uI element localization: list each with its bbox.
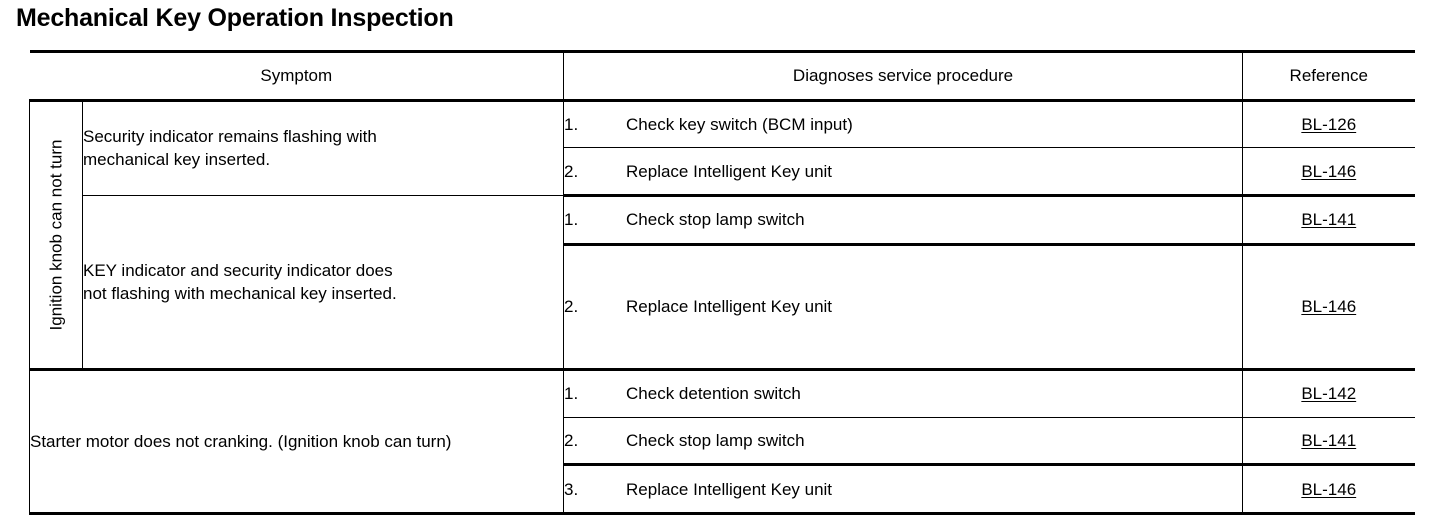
procedure-cell: 2. Check stop lamp switch [563, 417, 1243, 467]
reference-link[interactable]: BL-126 [1301, 115, 1357, 135]
step-number: 2. [564, 297, 579, 317]
step-text: Replace Intelligent Key unit [626, 479, 833, 499]
procedure-cell: 1. Check stop lamp switch [563, 195, 1243, 246]
table-header-row: Symptom Diagnoses service procedure Refe… [29, 50, 1415, 102]
step-text: Replace Intelligent Key unit [626, 161, 833, 181]
procedure-cell: 3. Replace Intelligent Key unit [563, 464, 1243, 515]
reference-cell: BL-146 [1242, 244, 1415, 371]
step-number: 3. [564, 479, 579, 499]
reference-link[interactable]: BL-141 [1301, 430, 1357, 450]
step-text: Check key switch (BCM input) [626, 115, 853, 135]
table-row: 3. Replace Intelligent Key unit BL-146 [30, 464, 1415, 515]
column-header-symptom: Symptom [29, 50, 564, 102]
symptom-cell-0: Security indicator remains flashing with… [81, 100, 564, 197]
table-row: KEY indicator and security indicator doe… [30, 195, 1415, 371]
reference-link[interactable]: BL-146 [1301, 297, 1357, 317]
table-row: 2. Replace Intelligent Key unit BL-146 [30, 147, 1415, 198]
procedure-cell: 1. Check detention switch [563, 369, 1243, 418]
column-header-reference: Reference [1242, 50, 1415, 102]
symptom-line: (Ignition knob can turn) [277, 431, 452, 451]
step-number: 2. [564, 430, 579, 450]
table-row: 2. Replace Intelligent Key unit BL-146 [30, 244, 1415, 371]
group-label-ignition-knob-can-not-turn: Ignition knob can not turn [29, 100, 83, 371]
procedure-cell: 2. Replace Intelligent Key unit [563, 147, 1243, 198]
symptom-line: KEY indicator and security indicator doe… [83, 260, 393, 280]
reference-cell: BL-141 [1242, 417, 1415, 467]
step-number: 1. [564, 115, 579, 135]
group-label-text: Ignition knob can not turn [46, 139, 66, 331]
reference-cell: BL-126 [1242, 100, 1415, 149]
symptom-cell-2: Starter motor does not cranking. (Igniti… [28, 369, 564, 516]
table-row: Starter motor does not cranking. (Igniti… [28, 369, 1415, 516]
reference-cell: BL-146 [1242, 464, 1415, 515]
inspection-table: Symptom Diagnoses service procedure Refe… [28, 50, 1415, 516]
symptom-line: Starter motor does not cranking. [30, 431, 273, 451]
reference-cell: BL-141 [1242, 195, 1415, 246]
step-text: Check stop lamp switch [626, 210, 805, 230]
symptom-cell-1: KEY indicator and security indicator doe… [81, 195, 564, 371]
step-number: 1. [564, 384, 579, 404]
reference-link[interactable]: BL-141 [1301, 210, 1357, 230]
procedure-cell: 1. Check key switch (BCM input) [563, 100, 1243, 149]
step-text: Replace Intelligent Key unit [626, 297, 833, 317]
page-title: Mechanical Key Operation Inspection [16, 4, 454, 32]
table-row: Ignition knob can not turn Security indi… [29, 100, 1415, 371]
reference-cell: BL-142 [1242, 369, 1415, 418]
symptom-line: not flashing with mechanical key inserte… [83, 283, 397, 303]
step-number: 1. [564, 210, 579, 230]
reference-link[interactable]: BL-142 [1301, 384, 1357, 404]
step-number: 2. [564, 161, 579, 181]
symptom-line: Security indicator remains flashing with [83, 127, 377, 147]
procedure-cell: 2. Replace Intelligent Key unit [563, 244, 1243, 371]
reference-link[interactable]: BL-146 [1301, 161, 1357, 181]
symptom-line: mechanical key inserted. [83, 150, 271, 170]
step-text: Check detention switch [626, 384, 801, 404]
table-row: 2. Check stop lamp switch BL-141 [30, 417, 1415, 467]
inspection-table-wrapper: Symptom Diagnoses service procedure Refe… [28, 50, 1415, 516]
reference-link[interactable]: BL-146 [1301, 479, 1357, 499]
column-header-procedure: Diagnoses service procedure [563, 50, 1243, 102]
step-text: Check stop lamp switch [626, 430, 805, 450]
reference-cell: BL-146 [1242, 147, 1415, 198]
